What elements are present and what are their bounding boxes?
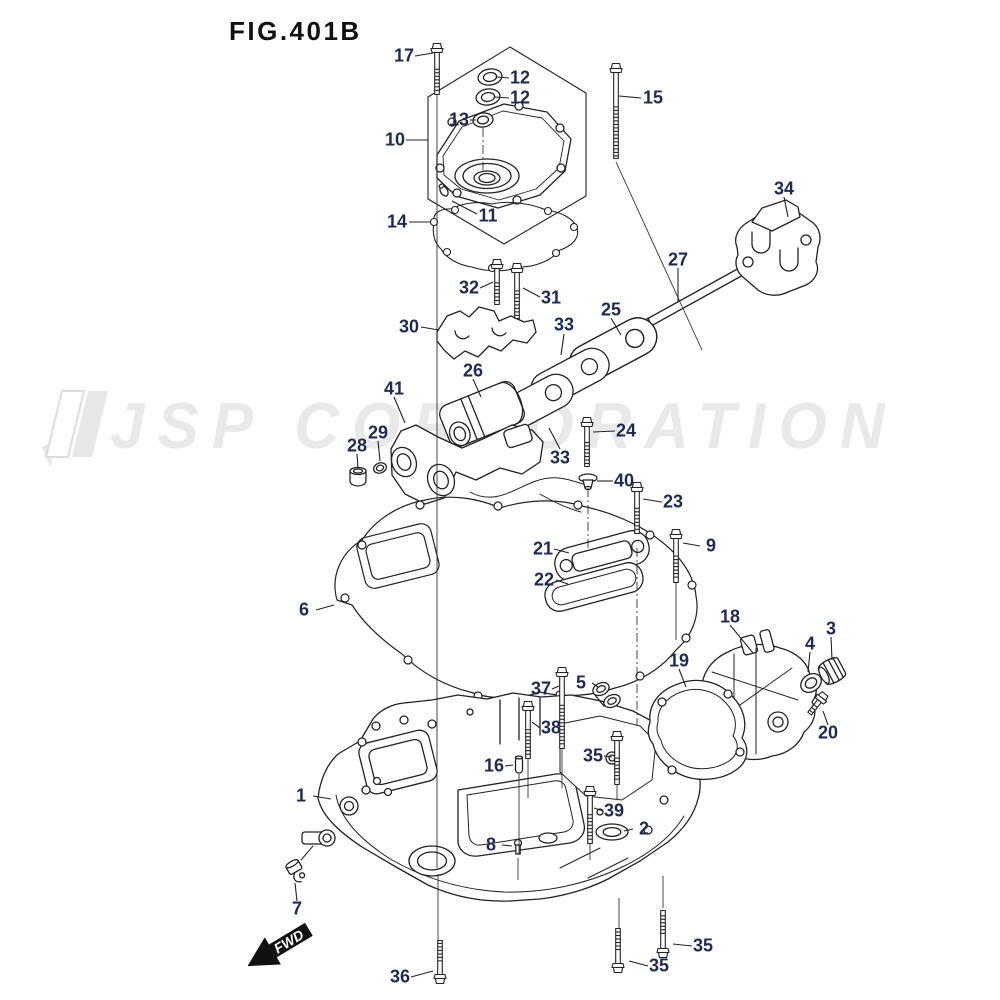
leader-line <box>807 651 811 673</box>
fwd-arrow: FWD <box>247 923 313 967</box>
bolt-17 <box>430 42 444 96</box>
bolt-36 <box>433 939 447 985</box>
stud-8 <box>513 838 523 855</box>
leader-line <box>494 96 510 99</box>
leader-line <box>393 396 406 424</box>
leader-line <box>592 430 616 433</box>
dowel-16 <box>514 755 524 774</box>
bolt-9 <box>669 528 683 584</box>
leader-line <box>593 807 604 812</box>
engine-cover-10 <box>435 101 572 209</box>
leader-line <box>294 882 298 902</box>
leader-line <box>628 960 649 967</box>
ring-2 <box>595 823 629 841</box>
leader-line <box>678 668 687 688</box>
bolt-35-left <box>611 927 625 974</box>
leader-line <box>783 196 789 218</box>
bolt-15 <box>609 62 623 160</box>
leader-line <box>531 721 541 729</box>
bolt-24 <box>580 416 594 468</box>
leader-line <box>504 764 514 767</box>
leader-line <box>548 427 561 450</box>
leader-line <box>618 95 642 99</box>
bolt-23 <box>630 481 644 535</box>
fitting-7 <box>285 845 314 883</box>
bolt-35-right <box>656 909 670 959</box>
seal-4 <box>800 672 822 694</box>
leader-line <box>555 579 569 585</box>
leader-line <box>377 440 381 462</box>
leader-line <box>553 548 570 554</box>
leader-line <box>479 281 494 289</box>
leader-line <box>591 682 599 688</box>
leader-line <box>642 498 663 503</box>
leader-line <box>451 200 478 215</box>
leader-line <box>623 828 634 832</box>
leader-line <box>830 636 833 661</box>
bolt-37 <box>555 666 569 750</box>
seals-and-rings <box>373 68 822 841</box>
bolt-38 <box>521 700 535 760</box>
axis-line <box>615 161 703 351</box>
leader-line <box>496 76 510 79</box>
leader-line <box>610 317 622 336</box>
plug-3 <box>817 657 847 685</box>
pin-11 <box>438 183 449 197</box>
grommet-40 <box>578 473 598 491</box>
ring-13 <box>472 112 494 128</box>
leader-line <box>312 795 332 800</box>
leader-line <box>729 624 754 654</box>
mount-cylinder-26 <box>439 380 525 448</box>
gasket-19 <box>647 679 748 781</box>
seal-12-lower <box>475 88 501 106</box>
leader-line <box>315 604 335 611</box>
leader-line <box>420 326 440 331</box>
leader-line <box>822 710 829 726</box>
assembly-axis-lines <box>436 95 703 940</box>
leader-line <box>560 333 565 356</box>
nut-28 <box>349 466 367 487</box>
engine-holder-1 <box>301 692 701 902</box>
clamp-5 <box>592 681 621 709</box>
bolt-39 <box>583 785 597 845</box>
cover-panel-outline <box>427 46 587 245</box>
bolt-35-mid <box>610 730 624 786</box>
leader-line <box>551 685 560 690</box>
gasket-22 <box>544 562 644 612</box>
bolts <box>430 42 829 985</box>
figure-title: FIG.401B <box>229 16 362 46</box>
leader-line <box>410 970 434 978</box>
bracket-30 <box>436 306 537 360</box>
leader-line <box>672 943 693 947</box>
breather-tube <box>469 477 584 513</box>
gasket-14 <box>429 201 579 273</box>
bolt-20 <box>807 691 829 716</box>
callout-leader-lines <box>294 52 833 978</box>
washer-29 <box>373 462 387 474</box>
leader-line <box>603 755 613 758</box>
seal-12-upper <box>477 68 503 86</box>
gasket-6 <box>334 496 698 701</box>
leader-line <box>501 844 513 847</box>
bracket-34 <box>734 199 821 296</box>
leader-line <box>356 453 359 469</box>
bolt-32 <box>490 258 504 306</box>
leader-line <box>522 287 541 298</box>
bolt-31 <box>510 262 524 320</box>
leader-line <box>682 542 701 547</box>
leader-line <box>472 378 482 398</box>
leader-line <box>414 52 434 57</box>
